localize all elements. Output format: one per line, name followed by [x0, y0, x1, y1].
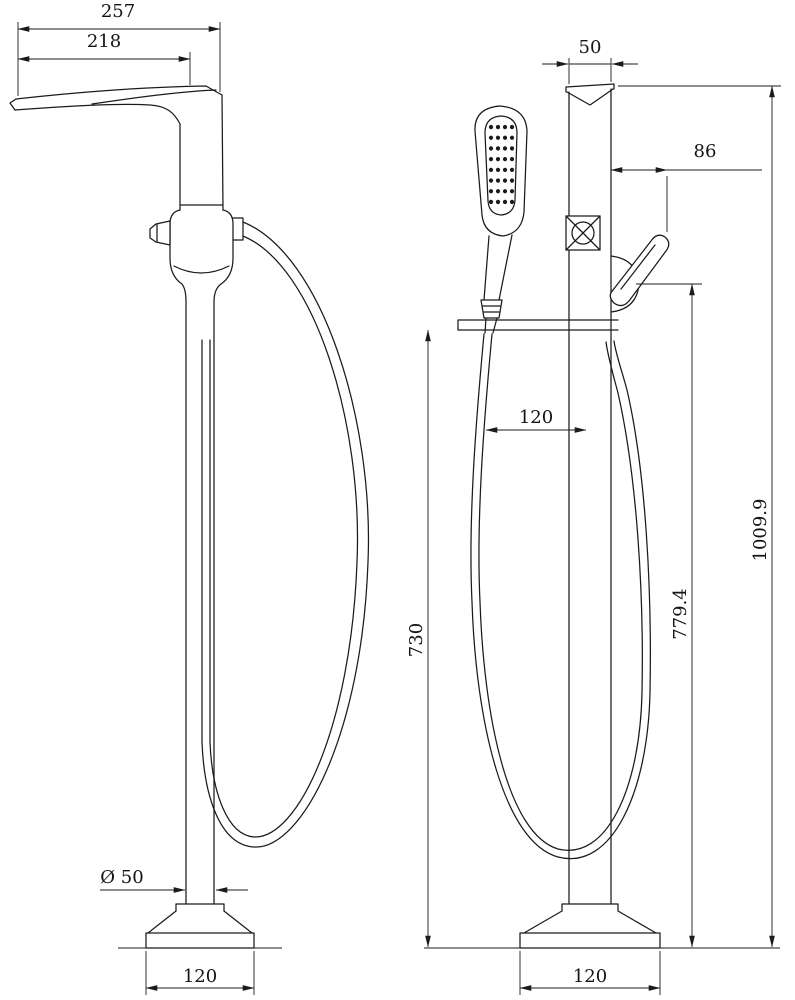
handshower-head [474, 105, 528, 237]
hose-connector-nub [232, 217, 244, 241]
diverter-fitting-circle [571, 221, 595, 245]
front-view-dimensions: 50 86 120 730 779.4 1009.9 120 [406, 37, 781, 995]
base-flange-front [561, 903, 619, 912]
handshower-spray-dots [488, 124, 515, 209]
side-view [9, 85, 370, 949]
faucet-body-right-edge [221, 94, 224, 211]
bracket-column-right [213, 209, 234, 904]
dim-spout-reach-label: 218 [87, 31, 121, 52]
base-cone-right-side [223, 910, 253, 934]
spout-bottom-edge [14, 103, 181, 125]
base-plate-side [145, 932, 255, 949]
base-cone-right-front [617, 910, 657, 934]
spout-tip [9, 98, 17, 111]
handle-lever [609, 234, 670, 307]
mounting-bar [457, 319, 619, 331]
dim-spout-height-label: 730 [406, 623, 427, 657]
bracket-column-left [169, 209, 187, 904]
handshower-hose-nut [480, 299, 503, 319]
handshower-handle-left [483, 235, 490, 301]
spout-top-edge [15, 85, 223, 100]
base-cone-left-front [523, 910, 563, 934]
handshower-hose-nut-lines [482, 305, 501, 313]
dim-base-side-label: 120 [183, 966, 217, 987]
dim-overall-reach-label: 257 [101, 1, 135, 22]
dim-handle-offset-label: 86 [694, 141, 717, 162]
side-view-dimensions: 257 218 Ø 50 120 [17, 1, 255, 995]
diverter-knob [149, 220, 171, 246]
base-cone-left-side [147, 910, 177, 934]
bracket-inner-curve [173, 265, 230, 274]
base-flange-side [175, 903, 225, 912]
base-plate-front [519, 932, 661, 949]
hose-side-inner [209, 235, 359, 838]
handshower-handle-right [498, 234, 513, 301]
spout-lever-line [91, 89, 217, 105]
diverter-fitting-cross [565, 215, 601, 251]
dim-hose-offset-label: 120 [519, 407, 553, 428]
hose-front-outer [470, 333, 651, 860]
dim-handle-height-label: 779.4 [670, 588, 691, 640]
handle-lever-inner-line [620, 244, 656, 290]
column-top-spout-vee [566, 88, 614, 106]
dim-top-width-label: 50 [579, 37, 602, 58]
hose-side-outer [201, 221, 370, 848]
front-view [424, 83, 780, 949]
column-top-edge [565, 83, 615, 93]
handshower-spray-face [484, 115, 518, 216]
handshower-hose-taper [484, 317, 498, 334]
hose-front-inner [478, 333, 643, 851]
dim-base-front-label: 120 [573, 966, 607, 987]
dim-overall-height-label: 1009.9 [750, 499, 771, 562]
dim-column-diameter-label: Ø 50 [100, 867, 143, 888]
